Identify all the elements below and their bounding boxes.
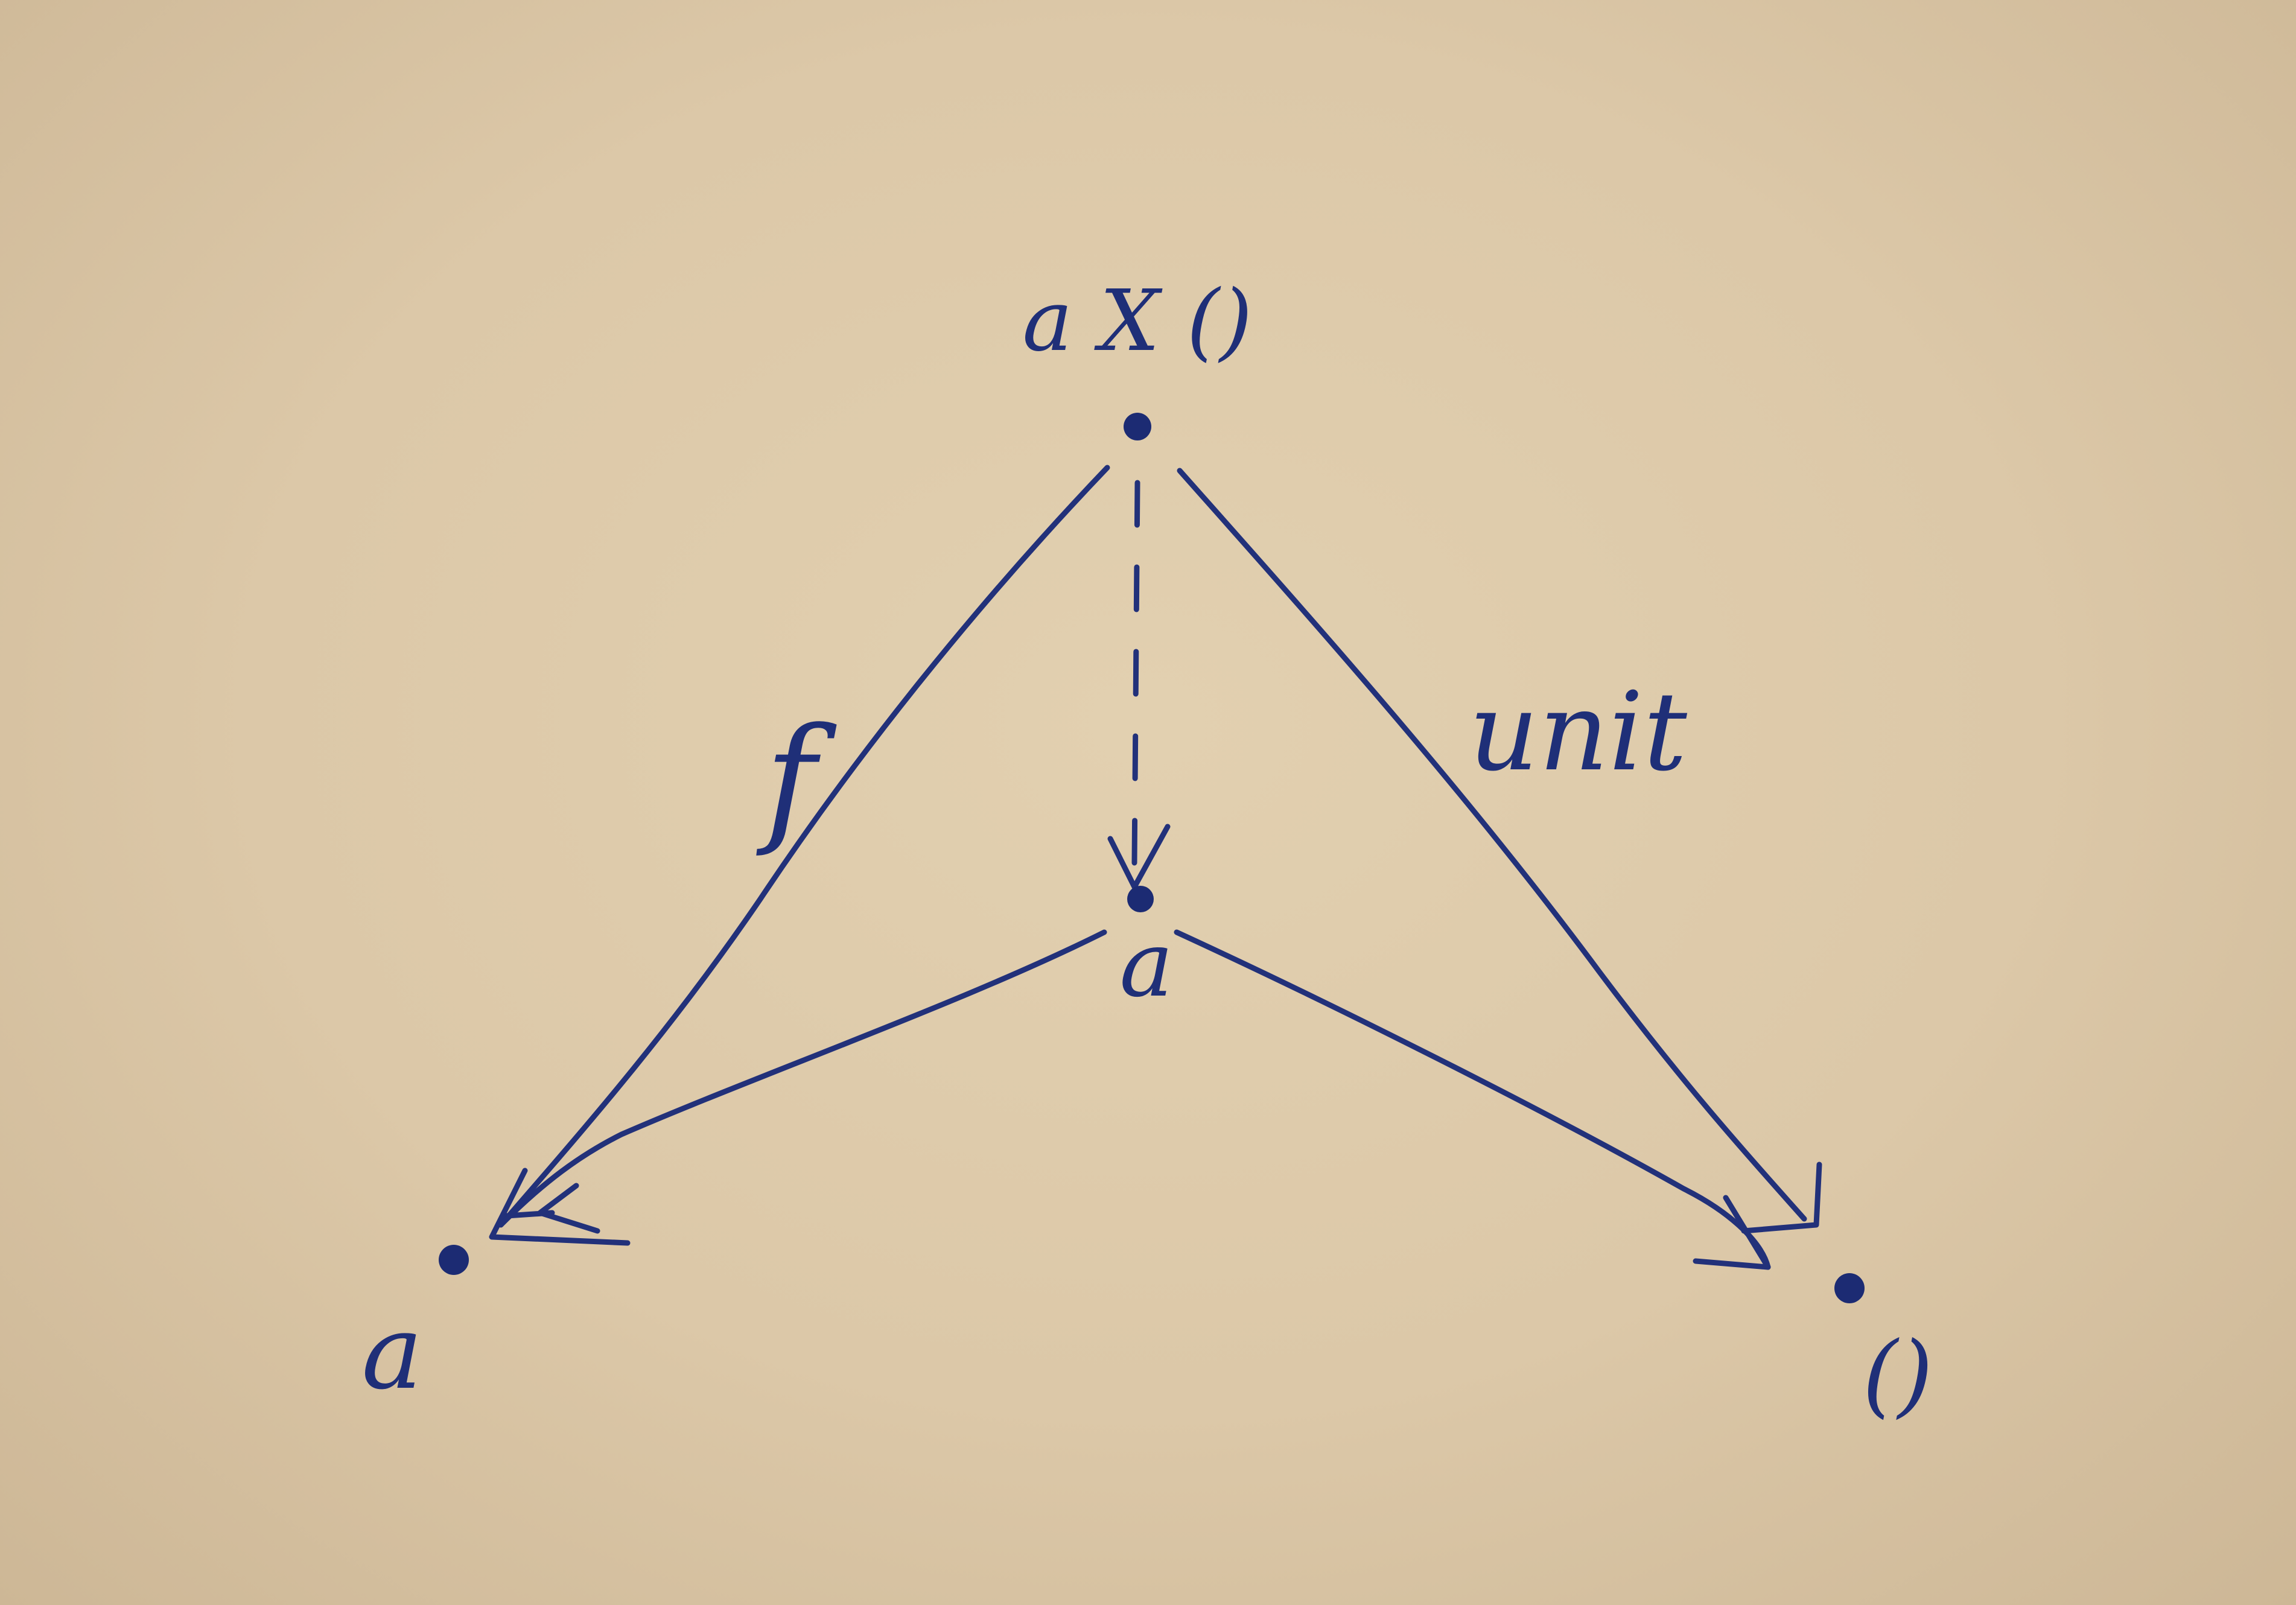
- node-middle-dot: [1127, 886, 1154, 912]
- node-left-label: a: [361, 1293, 422, 1413]
- node-top-dot: [1124, 413, 1151, 440]
- edge-middle-to-left: [498, 929, 1107, 1228]
- node-right-dot: [1834, 1273, 1865, 1303]
- edge-unique-arrowhead: [1107, 824, 1171, 890]
- edge-f-label: f: [755, 699, 837, 860]
- edge-unit-label: unit: [1469, 669, 1687, 795]
- edge-unit: [1177, 468, 1807, 1222]
- edge-middle-to-right-arrowhead: [1693, 1195, 1771, 1270]
- edge-middle-to-right: [1174, 929, 1771, 1270]
- edge-f-arrowhead: [489, 1168, 631, 1246]
- node-top-label: a X (): [1022, 272, 1252, 370]
- node-left-dot: [439, 1245, 469, 1275]
- node-right-label: (): [1862, 1323, 1933, 1428]
- edge-unit-arrowhead: [1741, 1162, 1822, 1234]
- edge-unique-dashed: [1131, 480, 1140, 866]
- edge-middle-to-left-arrowhead: [537, 1183, 600, 1234]
- edge-f: [498, 465, 1110, 1228]
- node-middle-label: a: [1119, 912, 1173, 1017]
